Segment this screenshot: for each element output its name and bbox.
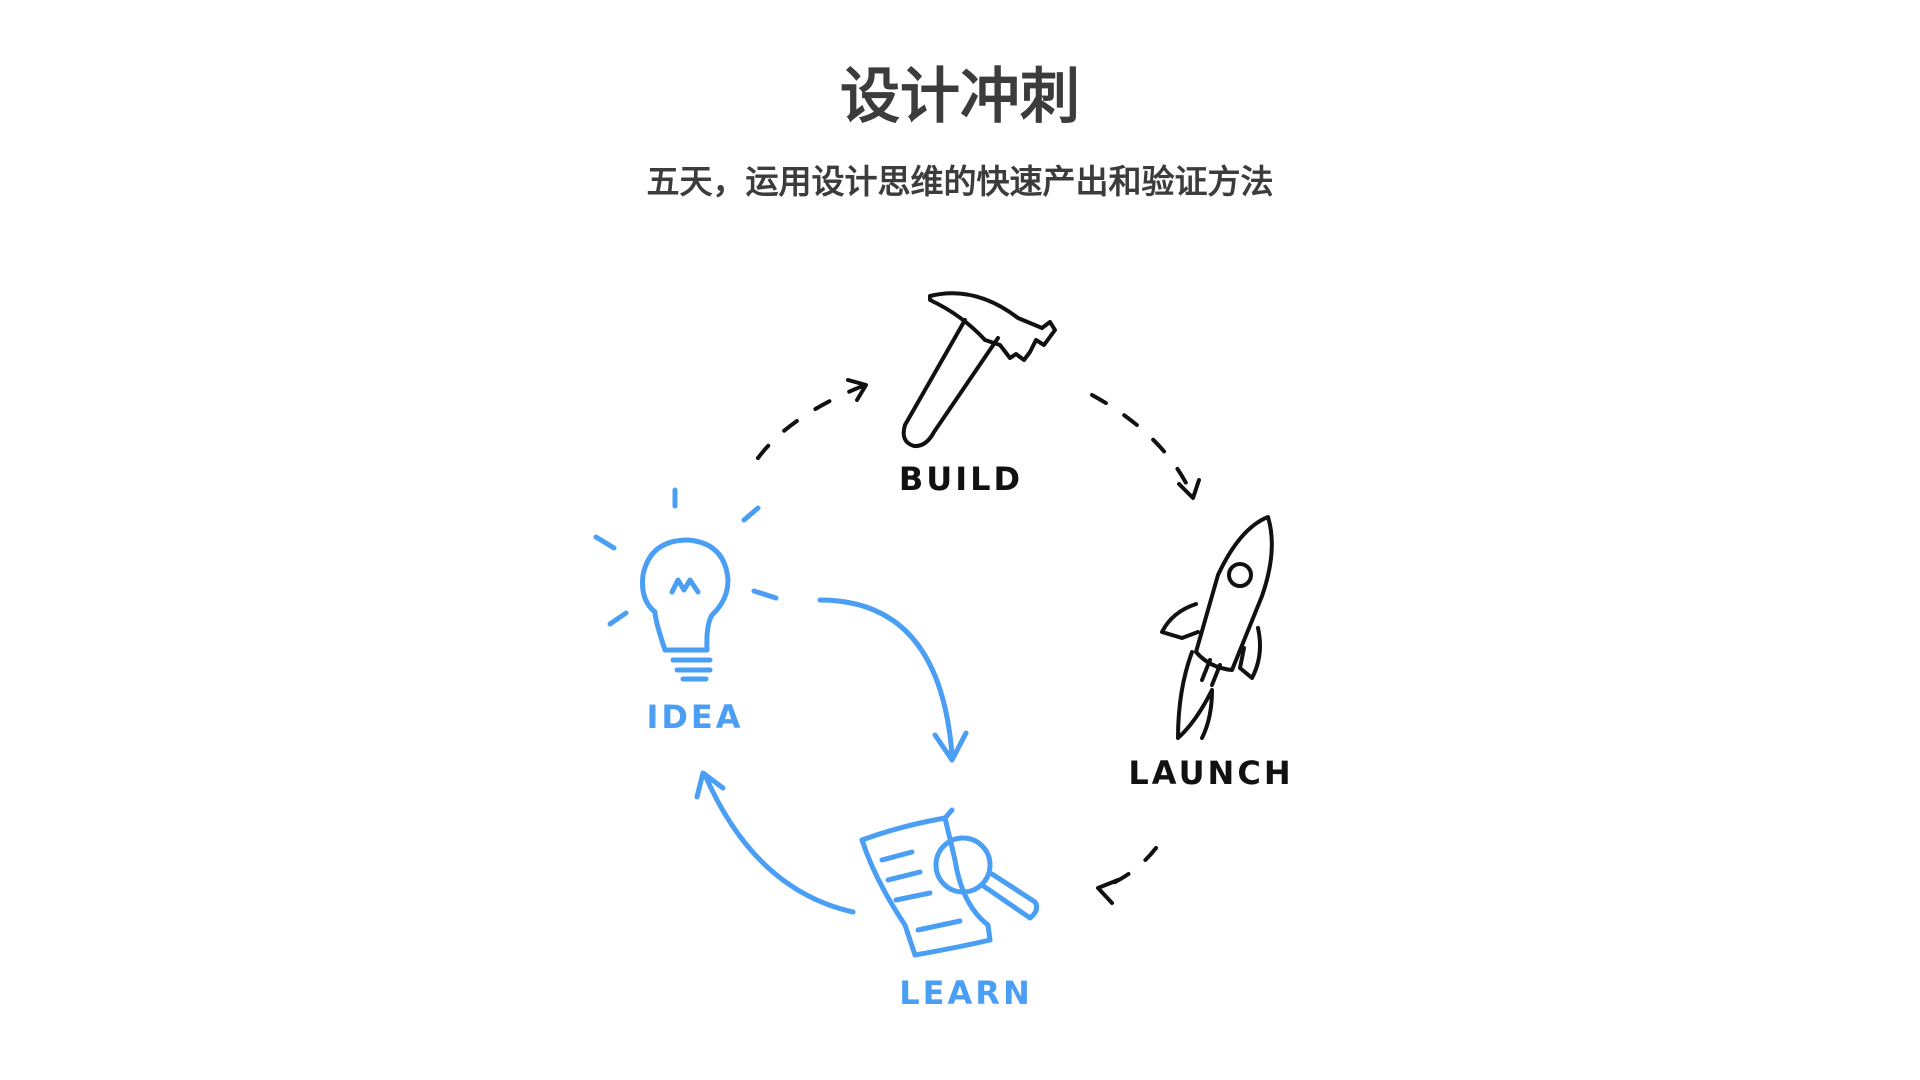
- stage-label-idea: IDEA: [646, 698, 743, 736]
- arrow-idea-to-learn: [820, 600, 966, 760]
- lightbulb-icon: [596, 490, 776, 679]
- stage-label-launch: LAUNCH: [1128, 754, 1293, 792]
- rocket-icon: [1162, 517, 1272, 738]
- arrow-learn-to-idea: [697, 773, 853, 912]
- document-magnifier-icon: [862, 810, 1037, 955]
- stage-label-learn: LEARN: [899, 974, 1032, 1012]
- arrow-launch-to-learn: [1098, 848, 1156, 903]
- stage-label-build: BUILD: [899, 460, 1023, 498]
- hammer-icon: [904, 293, 1055, 446]
- arrow-idea-to-build: [758, 380, 866, 458]
- arrow-build-to-launch: [1092, 395, 1199, 498]
